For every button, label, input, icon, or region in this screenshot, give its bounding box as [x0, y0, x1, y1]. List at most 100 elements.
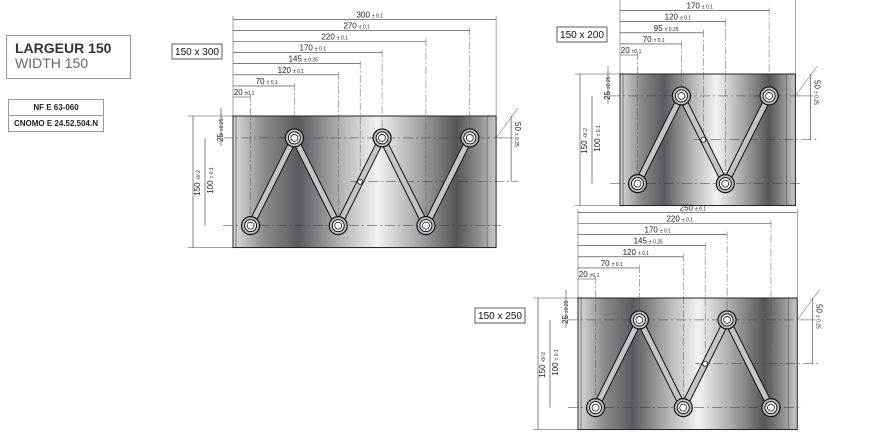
- dimension-label: 120± 0.1: [665, 13, 692, 22]
- size-label-box: [474, 307, 526, 324]
- hole: [372, 128, 392, 148]
- dimension-label: 170± 0.1: [300, 44, 327, 53]
- hole: [460, 128, 480, 148]
- hole: [671, 86, 691, 106]
- top-offset-dimension-label-tolerance: ±0.25: [606, 76, 612, 89]
- dimension-20: 20±0.1: [578, 270, 600, 408]
- dimension-label: 145± 0.25: [634, 237, 663, 246]
- mid-hole: [702, 360, 709, 367]
- hole-bore: [723, 316, 731, 324]
- dimension-220: 220± 0.1: [233, 33, 427, 226]
- dimension-label-value: 120: [665, 13, 679, 22]
- slot-channel: [635, 94, 684, 185]
- dimension-120: 120 ± 0.1: [620, 13, 726, 184]
- size-label-text: 150 x 250: [478, 311, 522, 322]
- hole-bore: [246, 221, 255, 230]
- height-dimension-label: 150-0/-2: [538, 352, 547, 378]
- dimension-label-value: 220: [666, 215, 680, 224]
- top-offset-dimension-label: 25±0.25: [561, 300, 570, 324]
- dimension-label-value: 120: [278, 66, 292, 75]
- top-offset-dimension-label-value: 25: [561, 314, 570, 323]
- dimension-label-value: 20: [621, 46, 630, 55]
- leader-line: [795, 65, 818, 97]
- dimension-170: 170± 0.1: [578, 226, 728, 320]
- mid-dimension-label: 50± 0.25: [513, 122, 522, 147]
- slot-channel: [637, 318, 686, 409]
- height-dimension-label-tolerance: -0/-2: [196, 170, 202, 181]
- dimension-95: 95± 0.25: [620, 24, 704, 140]
- hole-bore: [465, 134, 474, 142]
- dimension-label-value: 170: [687, 2, 701, 11]
- hole: [673, 398, 693, 418]
- hole-bore: [290, 134, 299, 142]
- mid-dimension-label-value: 50: [814, 304, 823, 313]
- dimension-label-value: 270: [343, 21, 357, 30]
- dimension-label: 70± 0.1: [601, 259, 623, 268]
- dimension-200: 200± 0.1: [795, 0, 796, 74]
- dimension-label-tolerance: ± 0.1: [293, 69, 304, 75]
- title-english: WIDTH 150: [15, 55, 89, 71]
- mid-dimension-label-tolerance: ± 0.25: [814, 315, 820, 329]
- dimension-label: 250± 0.1: [680, 203, 707, 212]
- hole: [715, 174, 735, 194]
- dimension-label: 95± 0.25: [654, 24, 679, 33]
- mid-dimension-label: 50 ± 0.25: [814, 304, 823, 329]
- dimension-label-tolerance: ± 0.1: [372, 13, 383, 19]
- dimension-label-tolerance: ±0.1: [632, 49, 642, 55]
- hole: [328, 216, 348, 236]
- dimension-label-value: 20: [579, 270, 588, 279]
- mid-dimension-label: 50± 0.25: [812, 80, 821, 105]
- dimension-label-value: 70: [601, 259, 610, 268]
- mid-hole: [357, 178, 364, 185]
- dimension-label-tolerance: ± 0.1: [638, 251, 649, 257]
- dimension-label: 300± 0.1: [357, 10, 384, 19]
- pitch-dimension-label: 100± 0.1: [593, 125, 602, 152]
- leader-line: [495, 107, 519, 139]
- slot-channel: [723, 94, 772, 185]
- dimension-label: 170± 0.1: [645, 226, 672, 235]
- dimension-label: 170± 0.1: [687, 2, 714, 11]
- hole: [761, 398, 781, 418]
- top-offset-dimension-label-value: 25: [216, 132, 225, 141]
- dimension-250: 250 ± 0.1: [578, 203, 798, 298]
- dimension-120: 120± 0.1: [233, 66, 339, 226]
- top-offset-dimension-label: 25±0.25: [216, 118, 225, 142]
- dimension-label: 220± 0.1: [666, 215, 693, 224]
- leader-line: [797, 289, 820, 321]
- dimension-label-tolerance: ± 0.1: [682, 218, 693, 224]
- height-dimension-label-value: 150: [193, 182, 202, 196]
- dimension-label: 20±0.1: [621, 46, 642, 55]
- dimension-label-tolerance: ± 0.1: [612, 262, 623, 268]
- dimension-label-value: 250: [680, 203, 694, 212]
- dimension-145: 145± 0.25: [233, 55, 361, 182]
- hole-bore: [334, 221, 343, 230]
- dimension-300: 300± 0.1: [233, 10, 497, 116]
- slot-channel: [379, 136, 429, 227]
- slot-channel: [724, 318, 774, 409]
- dimension-label-tolerance: ± 0.25: [665, 27, 679, 33]
- dimension-220: 220± 0.1: [578, 215, 772, 408]
- hole-bore: [677, 92, 686, 100]
- dimension-label-tolerance: ± 0.25: [649, 240, 663, 246]
- dimension-label-tolerance: ± 0.1: [359, 24, 370, 30]
- size-label: 150 x 300: [171, 43, 223, 60]
- hole: [759, 86, 779, 106]
- hole-bore: [679, 403, 688, 412]
- dimension-label: 120± 0.1: [278, 66, 305, 75]
- dimension-label-tolerance: ± 0.1: [654, 38, 665, 44]
- dimension-label: 20±0.1: [234, 88, 255, 97]
- mid-dimension-label-tolerance: ± 0.25: [812, 91, 818, 105]
- dimension-label-tolerance: ± 0.1: [702, 5, 713, 11]
- dimension-label: 20±0.1: [579, 270, 600, 279]
- slot-channel: [248, 136, 297, 227]
- hole-bore: [591, 403, 600, 412]
- dimension-label-value: 170: [300, 44, 314, 53]
- dimension-label-tolerance: ±0.1: [590, 273, 600, 279]
- dimension-label-value: 95: [654, 24, 663, 33]
- dimension-270: 270± 0.1: [233, 21, 471, 138]
